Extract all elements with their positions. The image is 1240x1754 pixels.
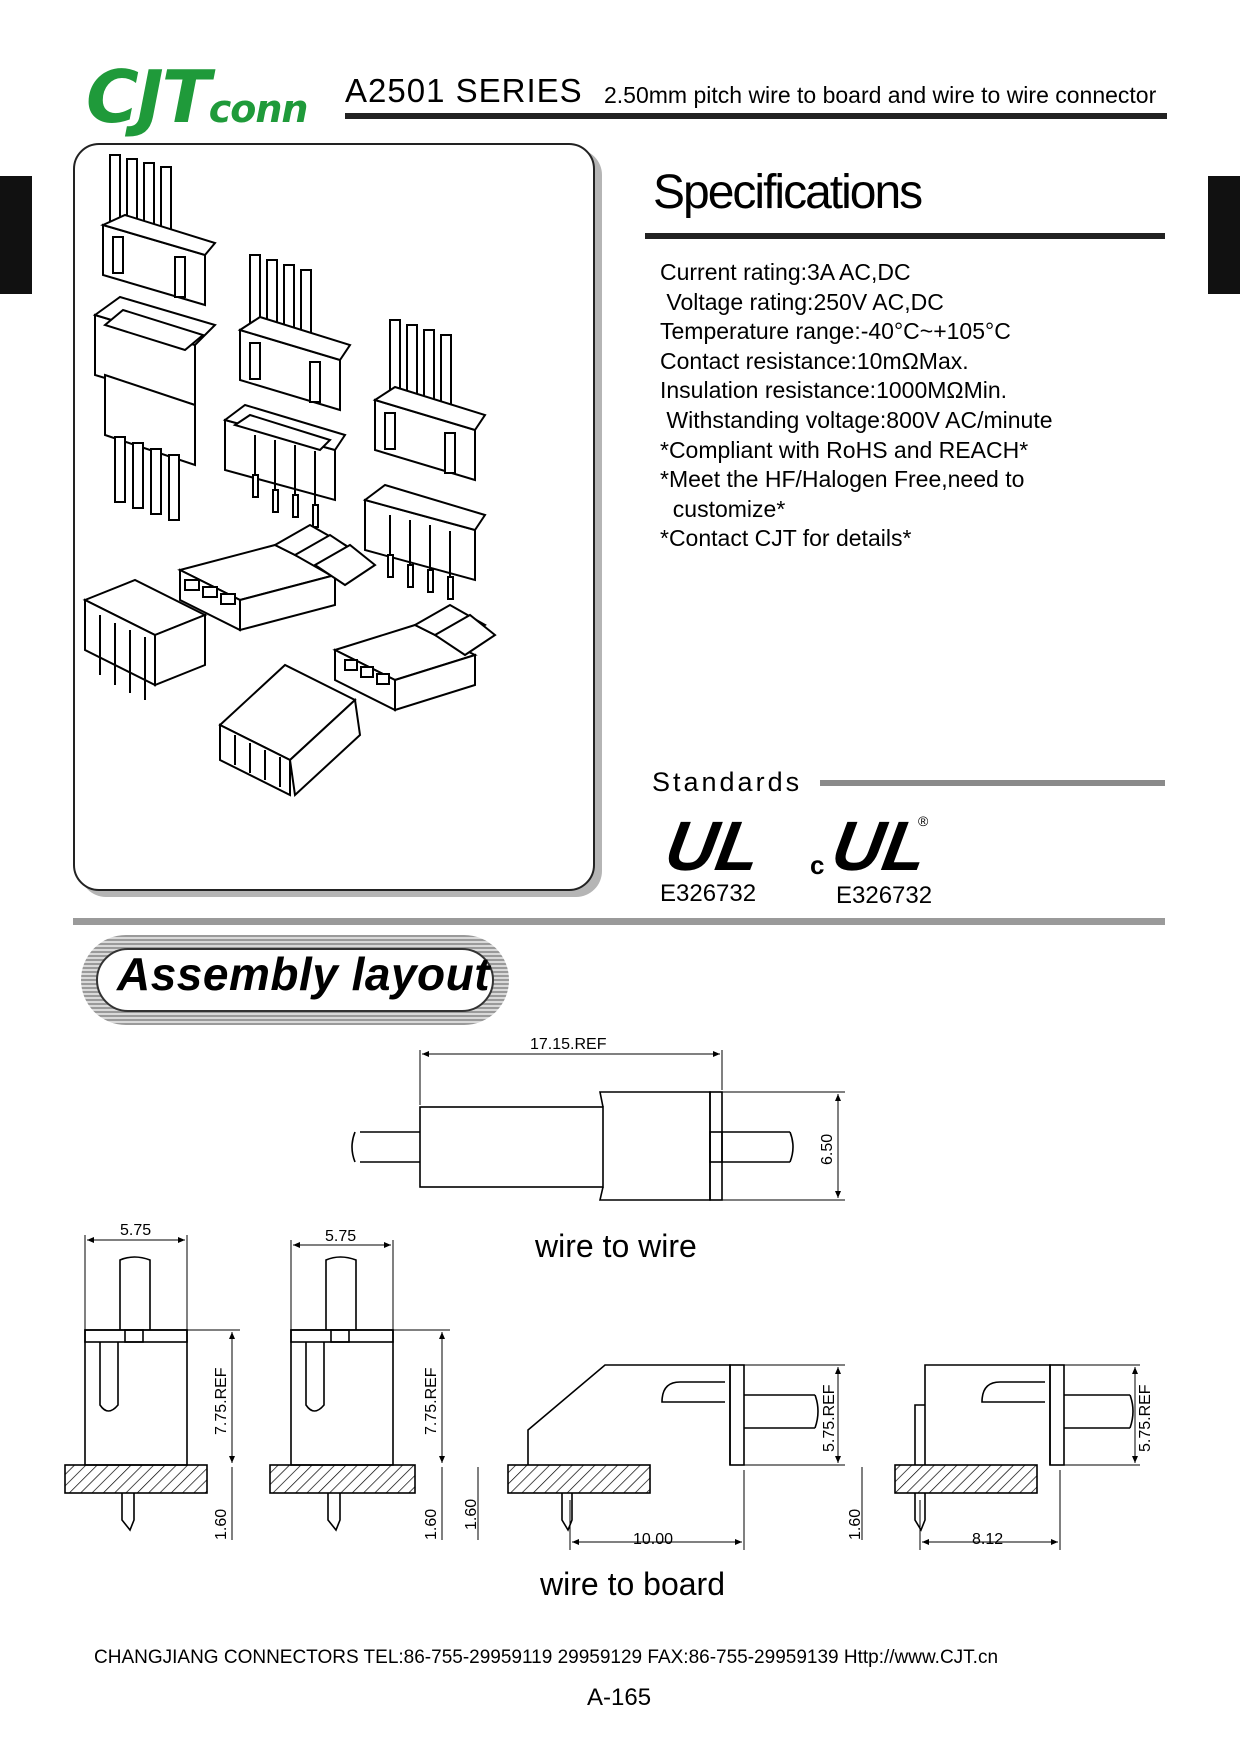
registered-mark: ®	[918, 813, 929, 829]
ul-cert-number: E326732	[660, 880, 757, 907]
logo-sub-text: conn	[208, 87, 309, 131]
dim-pin-b: 1.60	[423, 1509, 440, 1540]
cjtconn-logo: CJTconn	[86, 55, 308, 139]
right-edge-tab	[1208, 176, 1240, 294]
standards-rule	[820, 780, 1165, 786]
dim-pin-d: 1.60	[847, 1509, 864, 1540]
dim-w2w-height: 6.50	[819, 1134, 836, 1165]
dim-height-a: 7.75.REF	[213, 1367, 230, 1435]
page-number: A-165	[587, 1684, 652, 1711]
spec-item: *Meet the HF/Halogen Free,need to	[660, 466, 1025, 493]
logo-main-text: CJT	[86, 55, 211, 139]
standards-title: Standards	[652, 767, 803, 797]
dim-ra-height-a: 5.75.REF	[821, 1384, 838, 1452]
assembly-layout-badge	[81, 935, 509, 1025]
spec-item: Voltage rating:250V AC,DC	[660, 288, 944, 315]
assembly-layout-title: Assembly layout	[117, 948, 491, 1000]
spec-item: *Contact CJT for details*	[660, 525, 912, 552]
wire-to-wire-label: wire to wire	[534, 1228, 697, 1264]
vertical-board-drawing-b	[269, 1240, 450, 1540]
specifications-rule	[645, 233, 1165, 239]
wire-to-wire-drawing	[351, 1050, 845, 1201]
ul-logo-text: UL	[660, 810, 765, 880]
ul-logo: UL	[660, 810, 765, 880]
spec-item: Current rating:3A AC,DC	[660, 259, 911, 285]
section-separator	[73, 918, 1165, 925]
spec-item: customize*	[660, 495, 786, 522]
series-title: A2501 SERIES	[345, 72, 583, 109]
vertical-board-drawing-a	[64, 1235, 240, 1540]
series-subtitle: 2.50mm pitch wire to board and wire to w…	[604, 82, 1157, 108]
product-image-panel	[73, 143, 595, 891]
spec-item: Temperature range:-40°C~+105°C	[660, 318, 1011, 345]
right-angle-board-drawing-c	[477, 1364, 845, 1550]
dim-ra-height-b: 5.75.REF	[1137, 1384, 1154, 1452]
dim-ra-length-b: 8.12	[972, 1531, 1003, 1548]
wire-to-board-label: wire to board	[539, 1566, 725, 1602]
specifications-list: Current rating:3A AC,DC Voltage rating:2…	[660, 258, 1053, 554]
cul-prefix-text: c	[810, 850, 824, 880]
right-angle-board-drawing-d	[861, 1364, 1140, 1550]
left-edge-tab	[0, 176, 32, 294]
dim-pin-a: 1.60	[213, 1509, 230, 1540]
footer-contact: CHANGJIANG CONNECTORS TEL:86-755-2995911…	[94, 1647, 999, 1668]
specifications-title: Specifications	[653, 166, 923, 219]
dim-width-b: 5.75	[325, 1228, 356, 1245]
spec-item: *Compliant with RoHS and REACH*	[660, 436, 1029, 463]
cul-logo-text: UL	[826, 808, 933, 880]
cul-cert-number: E326732	[836, 882, 933, 909]
header-rule	[345, 113, 1167, 119]
dim-pin-c: 1.60	[463, 1499, 480, 1530]
dim-ra-length-a: 10.00	[633, 1531, 673, 1548]
spec-item: Insulation resistance:1000MΩMin.	[660, 377, 1008, 404]
dim-width-a: 5.75	[120, 1222, 151, 1239]
spec-item: Withstanding voltage:800V AC/minute	[660, 406, 1053, 433]
dim-w2w-length: 17.15.REF	[530, 1036, 607, 1053]
cul-logo: c UL ®	[810, 808, 934, 880]
assembly-drawings: 17.15.REF 6.50 wire to wire 5.75 7.75.RE…	[64, 1036, 1154, 1602]
connector-product-illustration	[82, 154, 497, 798]
dim-height-b: 7.75.REF	[423, 1367, 440, 1435]
spec-item: Contact resistance:10mΩMax.	[660, 347, 969, 374]
